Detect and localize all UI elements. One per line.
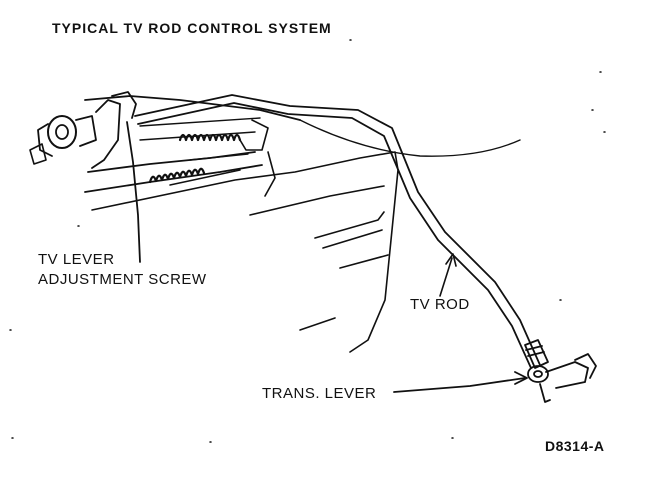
- engine-block-outline: [91, 151, 399, 353]
- leader-tv-lever: [126, 121, 141, 263]
- leader-trans-lever: [393, 377, 526, 393]
- leader-tv-rod-arrowhead: [445, 253, 457, 267]
- return-spring-upper: [178, 133, 242, 142]
- leader-trans-lever-arrowhead: [514, 371, 528, 385]
- throttle-linkage: [29, 91, 301, 193]
- tv-rod: [134, 94, 541, 369]
- label-tv-rod: TV ROD: [410, 296, 470, 313]
- leader-tv-rod: [439, 257, 453, 297]
- label-tv-lever: TV LEVER: [38, 251, 115, 268]
- diagram-title: TYPICAL TV ROD CONTROL SYSTEM: [52, 20, 332, 36]
- label-adjustment-screw: ADJUSTMENT SCREW: [38, 271, 207, 288]
- return-spring-lower: [148, 167, 206, 184]
- throttle-cable: [299, 119, 521, 157]
- figure-code: D8314-A: [545, 438, 605, 454]
- scan-specks: [9, 39, 606, 443]
- label-trans-lever: TRANS. LEVER: [262, 385, 377, 402]
- trans-lever-assembly: [524, 339, 597, 403]
